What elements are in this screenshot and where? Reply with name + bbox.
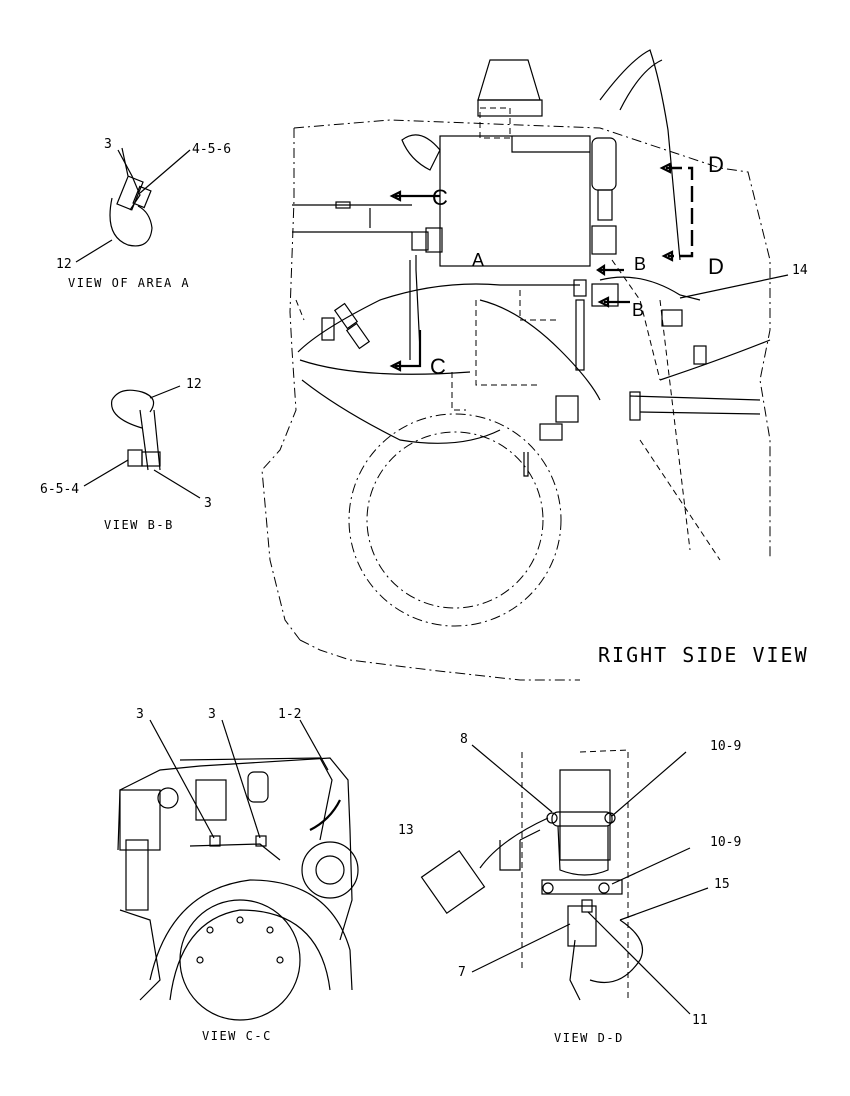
callout-c-c-3-right: 3 — [208, 707, 216, 722]
callout-d-d-15: 15 — [714, 877, 730, 892]
callout-d-d-7: 7 — [458, 965, 466, 980]
callout-area-a-3: 3 — [104, 137, 112, 152]
view-right-side-title: RIGHT SIDE VIEW — [598, 643, 809, 667]
section-marker-b-bottom: B — [632, 300, 644, 320]
section-marker-c-bottom: C — [430, 354, 446, 379]
area-a-drawing — [75, 147, 191, 263]
callout-area-a-12: 12 — [56, 257, 72, 272]
view-area-a: 3 4-5-6 12 VIEW OF AREA A — [56, 137, 231, 290]
callout-b-b-12: 12 — [186, 377, 202, 392]
section-marker-c-top: C — [432, 185, 448, 210]
c-c-drawing — [117, 719, 359, 1021]
section-marker-d-top: D — [708, 152, 724, 177]
callout-d-d-10-9-top: 10-9 — [710, 739, 741, 754]
area-marker-a: A — [472, 250, 484, 270]
section-marker-b-top: B — [634, 254, 646, 274]
view-b-b: 12 6-5-4 3 VIEW B-B — [40, 377, 212, 532]
right-side-drawing — [261, 49, 789, 681]
view-d-d: 8 10-9 10-9 13 15 7 11 VIEW D-D — [398, 732, 741, 1045]
view-c-c-title: VIEW C-C — [202, 1029, 272, 1043]
callout-b-b-6-5-4: 6-5-4 — [40, 482, 79, 497]
d-d-drawing — [420, 744, 709, 1015]
view-d-d-title: VIEW D-D — [554, 1031, 624, 1045]
callout-d-d-11: 11 — [692, 1013, 708, 1028]
callout-d-d-8: 8 — [460, 732, 468, 747]
callout-d-d-13: 13 — [398, 823, 414, 838]
callout-c-c-3-left: 3 — [136, 707, 144, 722]
callout-c-c-1-2: 1-2 — [278, 707, 301, 722]
view-right-side: C C D D A B B 14 RIGHT SIDE VIEW — [261, 49, 809, 681]
view-c-c: 3 3 1-2 VIEW C-C — [117, 707, 359, 1043]
callout-right-side-14: 14 — [792, 263, 808, 278]
callout-d-d-10-9-bottom: 10-9 — [710, 835, 741, 850]
section-marker-d-bottom: D — [708, 254, 724, 279]
view-area-a-title: VIEW OF AREA A — [68, 276, 190, 290]
callout-b-b-3: 3 — [204, 496, 212, 511]
view-b-b-title: VIEW B-B — [104, 518, 174, 532]
callout-area-a-4-5-6: 4-5-6 — [192, 142, 231, 157]
b-b-drawing — [83, 385, 201, 499]
